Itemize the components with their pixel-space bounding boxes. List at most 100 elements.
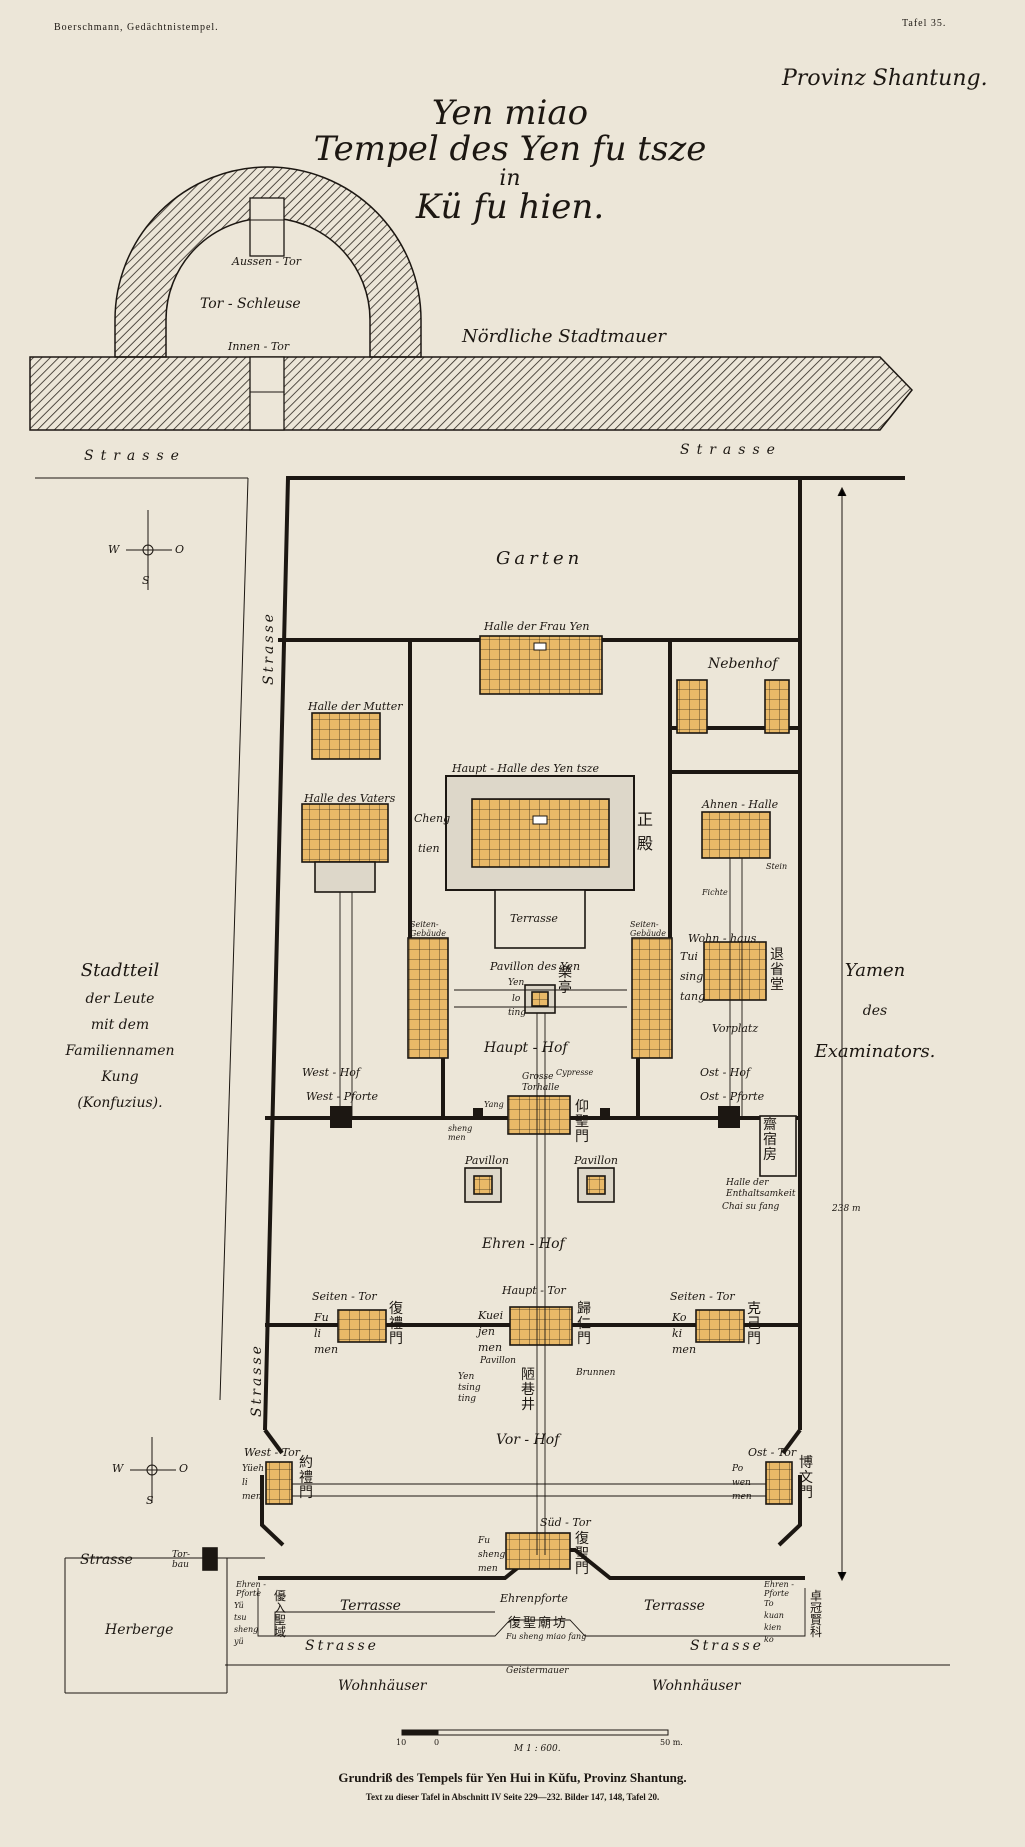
tien-label: tien xyxy=(418,842,440,855)
fu-sheng-miao-fang-chars: 復聖廟坊 xyxy=(508,1616,569,1631)
haupt-tor-label: Haupt - Tor xyxy=(502,1284,566,1297)
wohnhaeuser-label-w: Wohnhäuser xyxy=(338,1678,427,1694)
you-ru-sheng-yu-chars: 優入聖域 xyxy=(273,1589,286,1639)
caption-line-1: Grundriß des Tempels für Yen Hui in Kŭfu… xyxy=(338,1770,687,1785)
halle-frau-yen-label: Halle der Frau Yen xyxy=(484,620,590,633)
stadtteil-block: Stadtteil der Leute mit dem Familienname… xyxy=(20,960,220,1111)
stadtmauer-label: Nördliche Stadtmauer xyxy=(462,326,666,347)
scale-tick-0: 0 xyxy=(434,1738,440,1747)
scale-bar xyxy=(401,1729,669,1736)
vorplatz-label: Vorplatz xyxy=(712,1022,759,1035)
yen-label: Yen xyxy=(508,978,525,988)
scale-tick-50: 50 m. xyxy=(660,1738,683,1747)
strasse-label-ne: Strasse xyxy=(680,442,782,458)
tui-label: Tui xyxy=(680,950,698,963)
compass-rose xyxy=(126,510,176,1503)
herberge-label: Herberge xyxy=(105,1622,174,1638)
yu-tsu-sheng-yu-label: Yü tsu sheng yü xyxy=(234,1601,259,1646)
seiten-gebaeude-label-e: Seiten-Gebäude xyxy=(630,920,667,938)
compass-east-2: O xyxy=(179,1462,189,1475)
yue-li-men-chars: 約禮門 xyxy=(299,1455,313,1501)
gates-black xyxy=(330,1106,740,1128)
scale-tick-10: 10 xyxy=(396,1738,407,1747)
west-tor-label: West - Tor xyxy=(244,1446,301,1459)
zheng-dian-chars: 正殿 xyxy=(637,810,654,853)
halle-mutter-label: Halle der Mutter xyxy=(308,700,403,713)
cypresse-label: Cypresse xyxy=(556,1068,594,1077)
west-hof-label: West - Hof xyxy=(302,1066,360,1079)
ke-ji-men-chars: 克己門 xyxy=(747,1301,761,1347)
seiten-tor-label-e: Seiten - Tor xyxy=(670,1290,735,1303)
ehren-hof-label: Ehren - Hof xyxy=(482,1236,565,1252)
lo-label: lo xyxy=(512,994,521,1004)
haupt-halle-label: Haupt - Halle des Yen tsze xyxy=(452,762,600,775)
to-kuan-kien-ko-label: To kuan kien ko xyxy=(764,1599,784,1644)
yamen-line-3: Examinators. xyxy=(814,1041,936,1062)
yamen-line-2: des xyxy=(862,1003,888,1019)
aussen-tor-label: Aussen - Tor xyxy=(232,255,301,268)
pavillon-label-s: Pavillon xyxy=(480,1356,516,1366)
province-label: Provinz Shantung. xyxy=(782,66,988,91)
stadtteil-line-3: mit dem xyxy=(90,1017,150,1033)
west-pforte-label: West - Pforte xyxy=(306,1090,378,1103)
strasse-label-s2: Strasse xyxy=(690,1638,764,1654)
sheng-men-label: sheng men xyxy=(448,1124,473,1142)
seiten-gebaeude-label-w: Seiten-Gebäude xyxy=(410,920,447,938)
dimension-line xyxy=(837,486,847,1582)
sing-label: sing xyxy=(680,970,704,983)
zhai-su-fang-chars: 齋宿房 xyxy=(763,1117,777,1163)
fu-sheng-men-label: Fu sheng men xyxy=(478,1536,506,1574)
title-line-3: in xyxy=(499,166,521,192)
compass-south-2: S xyxy=(146,1494,154,1507)
yamen-line-1: Yamen xyxy=(844,960,906,981)
ost-pforte-label: Ost - Pforte xyxy=(700,1090,765,1103)
caption-line-2: Text zu dieser Tafel in Abschnitt IV Sei… xyxy=(365,1792,660,1802)
haupt-hof-label: Haupt - Hof xyxy=(484,1040,568,1056)
ko-ki-men-label: Ko ki men xyxy=(672,1311,697,1356)
lou-xiang-jing-chars: 陋巷井 xyxy=(521,1367,535,1413)
ost-tor-label: Ost - Tor xyxy=(748,1446,797,1459)
vor-hof-label: Vor - Hof xyxy=(496,1432,560,1448)
wohnhaus-label: Wohn - haus xyxy=(688,932,757,945)
dimension-label: 238 m xyxy=(832,1204,861,1214)
title-line-1: Yen miao xyxy=(431,93,589,133)
compass-east-1: O xyxy=(175,543,185,556)
tor-schleuse-label: Tor - Schleuse xyxy=(200,296,301,312)
halle-vaters-label: Halle des Vaters xyxy=(304,792,396,805)
ting-label: ting xyxy=(508,1008,527,1018)
wohnhaeuser-label-e: Wohnhäuser xyxy=(652,1678,741,1694)
geistermauer-label: Geistermauer xyxy=(506,1666,569,1676)
page-title: Yen miao Tempel des Yen fu tsze in Kü fu… xyxy=(300,93,720,228)
strasse-label-sw: Strasse xyxy=(80,1552,133,1568)
fu-sheng-men-chars: 復聖門 xyxy=(575,1531,589,1577)
header-left: Boerschmann, Gedächtnistempel. xyxy=(54,22,219,33)
bo-wen-men-chars: 博文門 xyxy=(799,1455,813,1501)
zhuo-guan-xian-ke-chars: 卓冠賢科 xyxy=(809,1589,822,1639)
strasse-label-nw: Strasse xyxy=(84,448,186,464)
kuei-jen-men-label: Kuei jen men xyxy=(478,1309,504,1354)
compass-west-2: W xyxy=(112,1462,124,1475)
pavillon-label-e: Pavillon xyxy=(574,1154,618,1167)
terrasse-label-se: Terrasse xyxy=(644,1598,705,1614)
yamen-block: Yamen des Examinators. xyxy=(800,960,950,1062)
title-line-4: Kü fu hien. xyxy=(415,187,605,228)
ehrenpforte-main-label: Ehrenpforte xyxy=(500,1592,568,1605)
pavillon-label-w: Pavillon xyxy=(465,1154,509,1167)
compass-west-1: W xyxy=(108,543,120,556)
sued-tor-label: Süd - Tor xyxy=(540,1516,591,1529)
yang-sheng-men-chars: 仰聖門 xyxy=(575,1099,589,1145)
brunnen-label: Brunnen xyxy=(576,1368,616,1378)
gui-ren-men-chars: 歸仁門 xyxy=(577,1301,591,1347)
stein-label: Stein xyxy=(766,862,788,871)
tui-xing-tang-chars: 退省堂 xyxy=(770,947,784,993)
compass-south-1: S xyxy=(142,574,150,587)
stadtteil-line-4: Familiennamen xyxy=(65,1043,175,1059)
yueh-li-men-label: Yüeh li men xyxy=(242,1464,265,1502)
stadtteil-line-1: Stadtteil xyxy=(80,960,160,981)
yang-label: Yang xyxy=(484,1100,504,1109)
halle-enthaltsamkeit-label: Halle der Enthaltsamkeit xyxy=(726,1178,796,1199)
city-wall xyxy=(29,166,913,431)
header-right: Tafel 35. xyxy=(902,18,947,29)
stadtteil-line-6: (Konfuzius). xyxy=(77,1095,163,1111)
